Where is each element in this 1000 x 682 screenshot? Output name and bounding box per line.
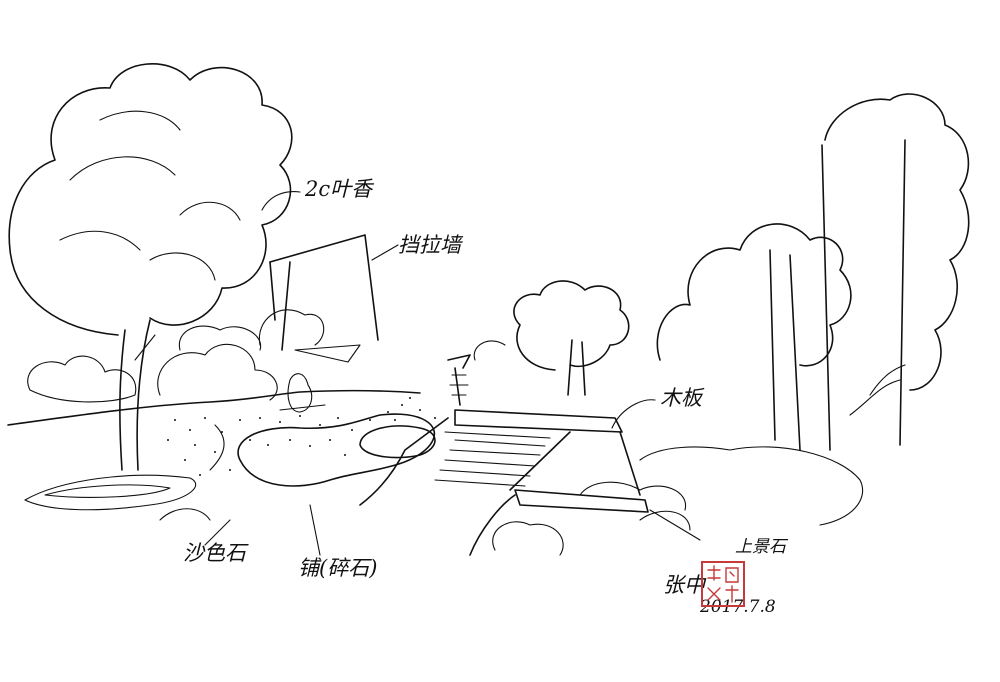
retaining-wall <box>269 234 379 363</box>
sculpture <box>279 373 326 413</box>
label-platform: 木板 <box>660 386 705 410</box>
horizon-line <box>7 389 421 426</box>
leader-lines <box>204 191 701 556</box>
seal-stamp <box>701 561 745 607</box>
label-center-ground: 铺(碎石) <box>298 556 377 580</box>
center-tree <box>473 280 630 396</box>
label-left-ground: 沙色石 <box>183 541 249 565</box>
signature-name: 张中 <box>663 573 707 597</box>
label-side-stone: 上景石 <box>735 537 789 557</box>
deck-platform <box>359 409 649 556</box>
gravel-area <box>167 397 436 487</box>
person-figure <box>447 354 471 406</box>
label-wall: 挡拉墙 <box>398 233 464 257</box>
left-shrubs <box>27 309 325 403</box>
right-trees <box>656 93 970 451</box>
label-top-tree: 2c叶香 <box>304 177 375 201</box>
left-tree <box>8 63 293 471</box>
pond-ripples <box>24 474 197 511</box>
right-shrubs <box>159 446 864 556</box>
